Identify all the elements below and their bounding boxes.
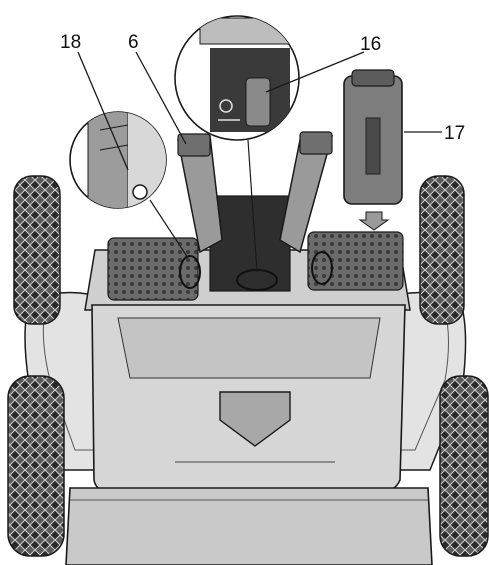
callout-lines [77, 51, 442, 171]
left-latch-highlight [179, 255, 201, 289]
left-battery [107, 237, 199, 301]
callout-18: 18 [60, 32, 81, 53]
right-latch-highlight [311, 251, 333, 285]
zoom-leaders [149, 139, 258, 273]
front-panel [91, 304, 406, 493]
callout-line-16 [265, 51, 365, 93]
right-handle-arm [279, 131, 334, 254]
right-battery [307, 231, 404, 291]
center-socket [209, 195, 291, 292]
panel-emblem [219, 391, 291, 447]
callout-17: 17 [444, 123, 465, 144]
safety-key [245, 77, 271, 127]
right-front-wheel [439, 375, 489, 557]
front-bumper [65, 487, 433, 565]
callout-16: 16 [360, 34, 381, 55]
left-front-wheel [7, 375, 65, 557]
left-handle-arm [177, 133, 223, 254]
right-rear-wheel [419, 175, 465, 325]
battery-pack [343, 69, 403, 231]
detail-inset-main [174, 15, 300, 141]
insert-arrow-icon [358, 211, 390, 231]
callout-line-18 [77, 51, 129, 171]
callout-6: 6 [128, 32, 139, 53]
left-rear-wheel [13, 175, 61, 325]
battery-compartment [84, 195, 411, 311]
callout-line-6 [135, 51, 187, 145]
detail-inset-left [69, 111, 167, 209]
